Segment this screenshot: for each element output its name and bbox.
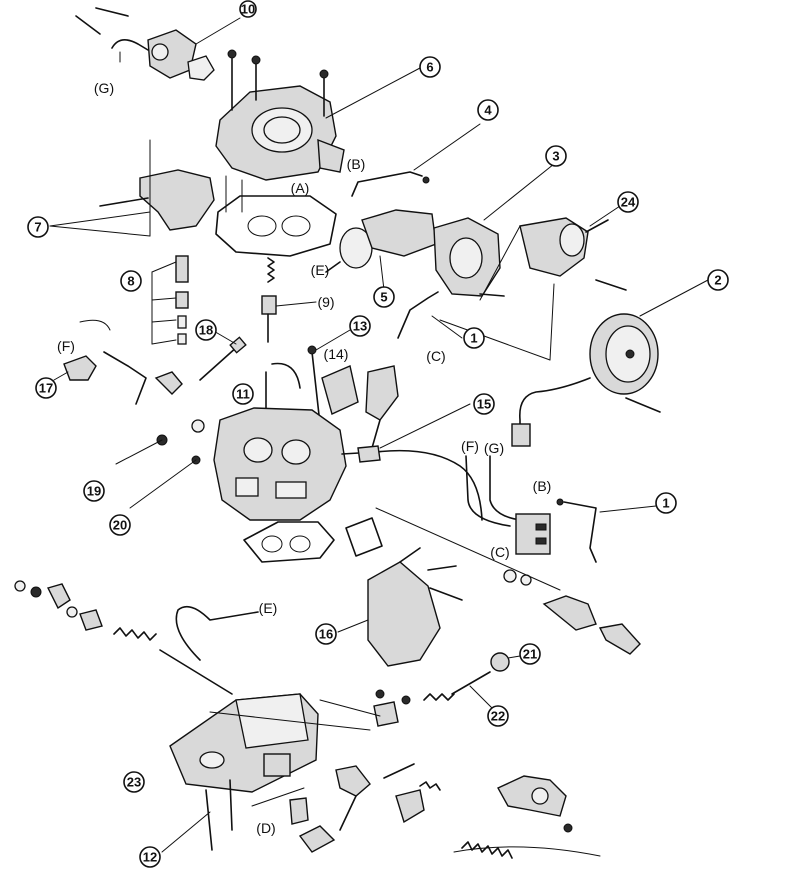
part-rod-1-lower: [556, 498, 657, 563]
part-wire-harness: [465, 455, 551, 555]
svg-text:24: 24: [621, 195, 636, 210]
callout-11: 11: [232, 383, 254, 405]
part-cover-16: [337, 547, 463, 727]
part-choke-coil-2: [439, 279, 709, 447]
callout-13: 13: [349, 315, 371, 337]
part-air-horn: [215, 49, 421, 181]
callout-18: 18: [195, 319, 217, 341]
label-C-right: (C): [490, 544, 509, 560]
svg-text:22: 22: [491, 709, 505, 724]
callout-16: 16: [315, 623, 337, 645]
part-pump-11: [265, 362, 301, 411]
svg-text:19: 19: [87, 484, 101, 499]
part-lever-14: [321, 365, 399, 449]
callout-1-upper: 1: [463, 327, 485, 349]
svg-text:17: 17: [39, 381, 53, 396]
part-jets-8: [151, 255, 189, 345]
part-housing-3: [433, 163, 555, 297]
part-needle-valve-9: [261, 257, 317, 343]
part-cable-15: [341, 403, 483, 521]
svg-text:2: 2: [714, 273, 721, 288]
part-rod-1-upper: [397, 291, 463, 339]
part-air-horn-gasket: [215, 175, 337, 257]
callout-9: (9): [317, 294, 334, 310]
callout-10: 10: [239, 0, 257, 18]
part-choke-housing: [75, 7, 241, 81]
svg-text:23: 23: [127, 775, 141, 790]
label-B-right: (B): [533, 478, 552, 494]
callout-20: 20: [109, 514, 131, 536]
svg-text:11: 11: [236, 387, 250, 402]
part-rod-4: [351, 123, 481, 197]
svg-text:20: 20: [113, 518, 127, 533]
label-E-top: (E): [311, 262, 330, 278]
svg-text:3: 3: [552, 149, 559, 164]
callout-12: 12: [139, 846, 161, 868]
callout-22: 22: [487, 705, 509, 727]
svg-text:1: 1: [662, 496, 669, 511]
part-screw-18: [199, 329, 247, 381]
part-linkage-right: [375, 507, 641, 655]
part-rod-13: [307, 329, 351, 425]
svg-text:12: 12: [143, 850, 157, 865]
svg-text:(9): (9): [317, 294, 334, 310]
label-F-right: (F): [461, 438, 479, 454]
label-E-bottom: (E): [259, 600, 278, 616]
svg-text:10: 10: [241, 2, 255, 17]
part-bolts-12: [161, 779, 233, 853]
part-diaphragm-5: [325, 209, 437, 291]
svg-text:8: 8: [127, 274, 134, 289]
label-B-top: (B): [347, 156, 366, 172]
callout-8: 8: [120, 270, 142, 292]
label-C-top: (C): [426, 348, 445, 364]
part-throttle-shaft-parts: [14, 580, 259, 695]
callout-2: 2: [707, 269, 729, 291]
part-lever-spring: [453, 775, 601, 859]
callout-4: 4: [477, 99, 499, 121]
svg-text:6: 6: [426, 60, 433, 75]
svg-text:5: 5: [380, 290, 387, 305]
svg-text:18: 18: [199, 323, 213, 338]
label-A: (A): [291, 180, 310, 196]
part-screw-22: [423, 652, 521, 711]
callout-6: 6: [419, 56, 441, 78]
svg-text:4: 4: [484, 103, 492, 118]
callout-17: 17: [35, 377, 57, 399]
part-small-levers: [251, 763, 441, 853]
svg-text:15: 15: [477, 397, 491, 412]
callout-24: 24: [617, 191, 639, 213]
callout-19: 19: [83, 480, 105, 502]
svg-text:(14): (14): [324, 346, 349, 362]
svg-text:16: 16: [319, 627, 333, 642]
callout-15: 15: [473, 393, 495, 415]
callout-23: 23: [123, 771, 145, 793]
callout-14: (14): [324, 346, 349, 362]
callout-7: 7: [27, 216, 49, 238]
callout-3: 3: [545, 145, 567, 167]
callout-21: 21: [519, 643, 541, 665]
label-G-right: (G): [484, 440, 504, 456]
part-main-body: [115, 407, 347, 521]
svg-text:1: 1: [470, 331, 477, 346]
part-base-gasket: [243, 517, 383, 563]
part-connector-17: [53, 319, 183, 405]
part-throttle-body-23: [169, 693, 381, 793]
svg-text:21: 21: [523, 647, 537, 662]
callout-1-lower: 1: [655, 492, 677, 514]
label-D: (D): [256, 820, 275, 836]
label-F-left: (F): [57, 338, 75, 354]
svg-text:13: 13: [353, 319, 367, 334]
callout-5: 5: [373, 286, 395, 308]
label-G-top: (G): [94, 80, 114, 96]
part-vacuum-unit-24: [479, 205, 627, 301]
part-bracket-7: [49, 139, 215, 237]
svg-text:7: 7: [34, 220, 41, 235]
